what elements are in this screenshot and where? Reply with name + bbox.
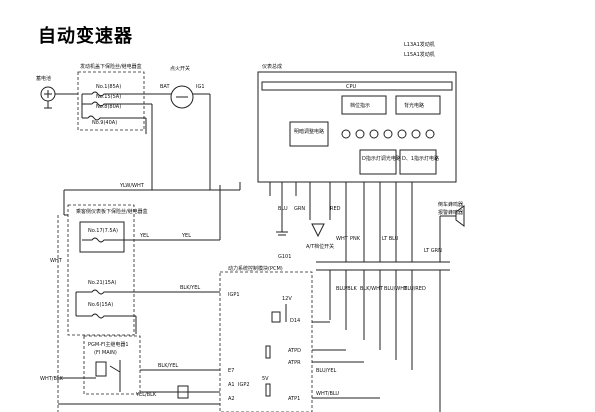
engine-l15a-label: L15A1发动机 [404, 51, 435, 58]
v5-label: 5V [262, 376, 269, 382]
wire-wht-label: WHT [50, 258, 63, 264]
backlight-box [395, 95, 441, 115]
indicator-d1-box [399, 149, 437, 175]
g101-label: G101 [278, 254, 291, 260]
fuse-9-label: No.9(40A) [92, 120, 117, 126]
dimmer-box [289, 121, 329, 147]
under-hood-fuse-box-label: 发动机盖下保险丝/继电器盒 [80, 63, 142, 70]
wire-blu-label: BLU [278, 206, 288, 212]
battery-label: 蓄电池 [36, 75, 51, 82]
wire-red-label: RED [330, 206, 341, 212]
fuse-1-label: No.1(85A) [96, 84, 121, 90]
battery-symbol [40, 86, 56, 102]
atpd-pin-label: ATPD [288, 348, 301, 354]
atp1-pin-label: ATP1 [288, 396, 300, 402]
pcm-label: 动力系统控制模块(PCM) [228, 265, 283, 272]
wire-grn-label: GRN [294, 206, 305, 212]
wire-blured-label: BLU/RED [404, 286, 426, 292]
dimmer-label: 明暗调整电路 [294, 128, 324, 135]
wire-wht-label-2: WHT [336, 236, 349, 242]
gear-indicator-label: 档位指示 [350, 102, 370, 109]
wire-whtblu-label: WHT/BLU [316, 391, 339, 397]
igp2-pin-label: IGP2 [238, 382, 250, 388]
wire-ltgrn-label: LT GRN [424, 248, 442, 254]
wire-ylwht-label: YLW/WHT [119, 183, 145, 189]
v12-label: 12V [282, 296, 292, 302]
reverse-buzzer-symbol [455, 205, 465, 227]
wire-ltblu-label: LT BLU [382, 236, 399, 242]
connector-row-wires [329, 270, 441, 412]
fuse-8-label: No.8(80A) [96, 104, 121, 110]
at-gear-switch-label: A/T档位开关 [306, 243, 334, 250]
fuse-21-label: No.21(15A) [88, 280, 116, 286]
fuse-17-label: No.17(7.5A) [88, 228, 118, 234]
fi-main-label: (FI MAIN) [94, 350, 117, 356]
igp1-pin-label: IGP1 [228, 292, 240, 298]
under-hood-fuse-box [77, 71, 145, 131]
gear-indicator-box [341, 95, 387, 115]
wire-bluyel-label: BLU/YEL [316, 368, 337, 374]
wire-bluwht-label: BLU/WHT [384, 286, 408, 292]
wire-blkwht-label: BLK/WHT [360, 286, 384, 292]
under-hood-fuses [81, 91, 140, 121]
pcm-box [219, 271, 313, 412]
pgm-fi-relay-box [83, 335, 141, 395]
gauge-assembly-label: 仪表总成 [262, 63, 282, 70]
wire-blkyel-label: BLK/YEL [180, 285, 200, 291]
d-indicator-box [359, 149, 397, 175]
wire-whtblk-label: WHT/BLK [40, 376, 64, 382]
reverse-buzzer-sub-label: 报警蜂鸣器 [438, 209, 463, 216]
ig1-terminal-label: IG1 [196, 84, 205, 90]
a1-pin-label: A1 [228, 382, 235, 388]
passenger-fuse-box [67, 204, 135, 336]
wire-pnk-label: PNK [350, 236, 361, 242]
passenger-fuse-box-label: 乘客侧仪表板下保险丝/继电器盒 [76, 208, 148, 215]
gauge-assembly-box [257, 71, 457, 183]
ignition-switch-label: 点火开关 [170, 65, 190, 72]
wire-blkyel-label-2: BLK/YEL [158, 363, 178, 369]
pcm-resistors [265, 311, 281, 397]
atpr-pin-label: ATPR [288, 360, 301, 366]
d14-pin-label: D14 [290, 318, 300, 324]
wire-yel-label-2: YEL [181, 233, 191, 239]
ignition-switch-symbol [170, 85, 194, 109]
at-switch-symbol [311, 223, 325, 238]
bat-terminal-label: BAT [160, 84, 170, 90]
fuse-15-label: No.15(5A) [96, 94, 121, 100]
page-title: 自动变速器 [38, 26, 133, 47]
gauge-connector-pins [269, 182, 413, 262]
wire-blublk-label: BLU/BLK [336, 286, 358, 292]
pgm-fi-relay-label: PGM-FI主继电器1 [88, 341, 129, 348]
wire-yel-label-1: YEL [139, 233, 149, 239]
d-indicator-label: D指示灯调光电路 [362, 155, 401, 162]
engine-l13a-label: L13A1发动机 [404, 41, 435, 48]
fuse-6-label: No.6(15A) [88, 302, 113, 308]
cpu-label: CPU [346, 84, 357, 90]
a2-pin-label: A2 [228, 396, 235, 402]
reverse-buzzer-label: 倒车蜂鸣器 [438, 201, 463, 208]
indicator-d1-label: D、1指示灯电路 [402, 155, 439, 162]
wire-yelblk-label: YEL/BLK [135, 392, 157, 398]
backlight-label: 背光电路 [404, 102, 424, 109]
indicator-lamps [341, 129, 435, 139]
e7-pin-label: E7 [228, 368, 234, 374]
